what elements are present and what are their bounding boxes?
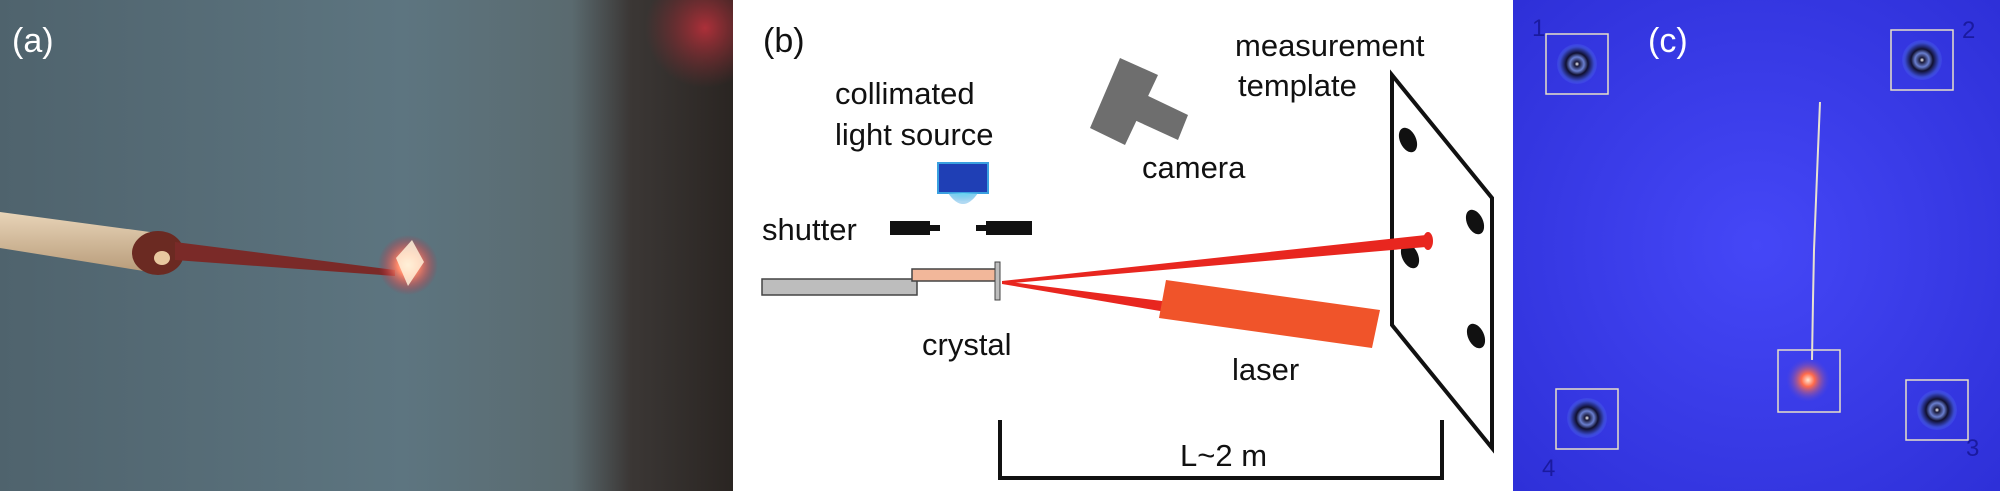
marker-number-2: 2 [1962,17,1975,44]
holder-stick [0,212,150,272]
laser-spot-box [1777,349,1841,413]
panel-label-a: (a) [12,22,54,60]
label-distance: L~2 m [1180,438,1267,473]
label-shutter: shutter [762,212,857,247]
marker-box-1 [1545,33,1609,95]
camera-lens [1130,92,1188,140]
incident-beam [1002,281,1170,312]
panel-label-c: (c) [1648,22,1688,60]
light-cone [948,193,978,204]
laser-body [1159,280,1380,348]
template-hole [1398,127,1418,153]
shutter-left-blade [890,221,930,235]
label-camera: camera [1142,150,1246,185]
distance-bracket [998,420,1444,480]
marker-box-3 [1905,379,1969,441]
marker-number-3: 3 [1966,435,1979,462]
crystal-rod [761,278,918,296]
marker-ring-1 [1557,44,1597,84]
marker-ring-4 [1567,398,1607,438]
template-hole [1400,243,1420,269]
shutter-right-blade [986,221,1032,235]
marker-box-2 [1890,29,1954,91]
reflected-beam [1002,235,1426,284]
camera-body [1090,58,1158,145]
template-hole [1466,323,1486,349]
panel-b-diagram: (b) measurement template collimated ligh… [733,0,1513,491]
laser-spot [1786,358,1830,402]
marker-number-1: 1 [1532,15,1545,42]
reflected-spot [1423,232,1433,250]
panel-a-photo: (a) [0,0,765,491]
marker-number-4: 4 [1542,455,1555,482]
light-source-box [937,162,989,194]
crystal [994,261,1001,301]
label-measurement: measurement [1235,28,1425,63]
panel-label-b: (b) [763,22,805,60]
crystal-fiber [175,242,395,276]
crystal-holder [911,268,997,282]
label-collimated: collimated [835,76,975,111]
label-light-source: light source [835,117,994,152]
label-template: template [1238,68,1357,103]
template-hole [1465,209,1485,235]
panel-c-camera-view: (c) 1 2 3 4 [1513,0,2000,491]
label-laser: laser [1232,352,1299,387]
spot-trace [1811,101,1821,361]
marker-box-4 [1555,388,1619,450]
marker-ring-2 [1902,40,1942,80]
label-crystal: crystal [922,327,1012,362]
marker-ring-3 [1917,390,1957,430]
